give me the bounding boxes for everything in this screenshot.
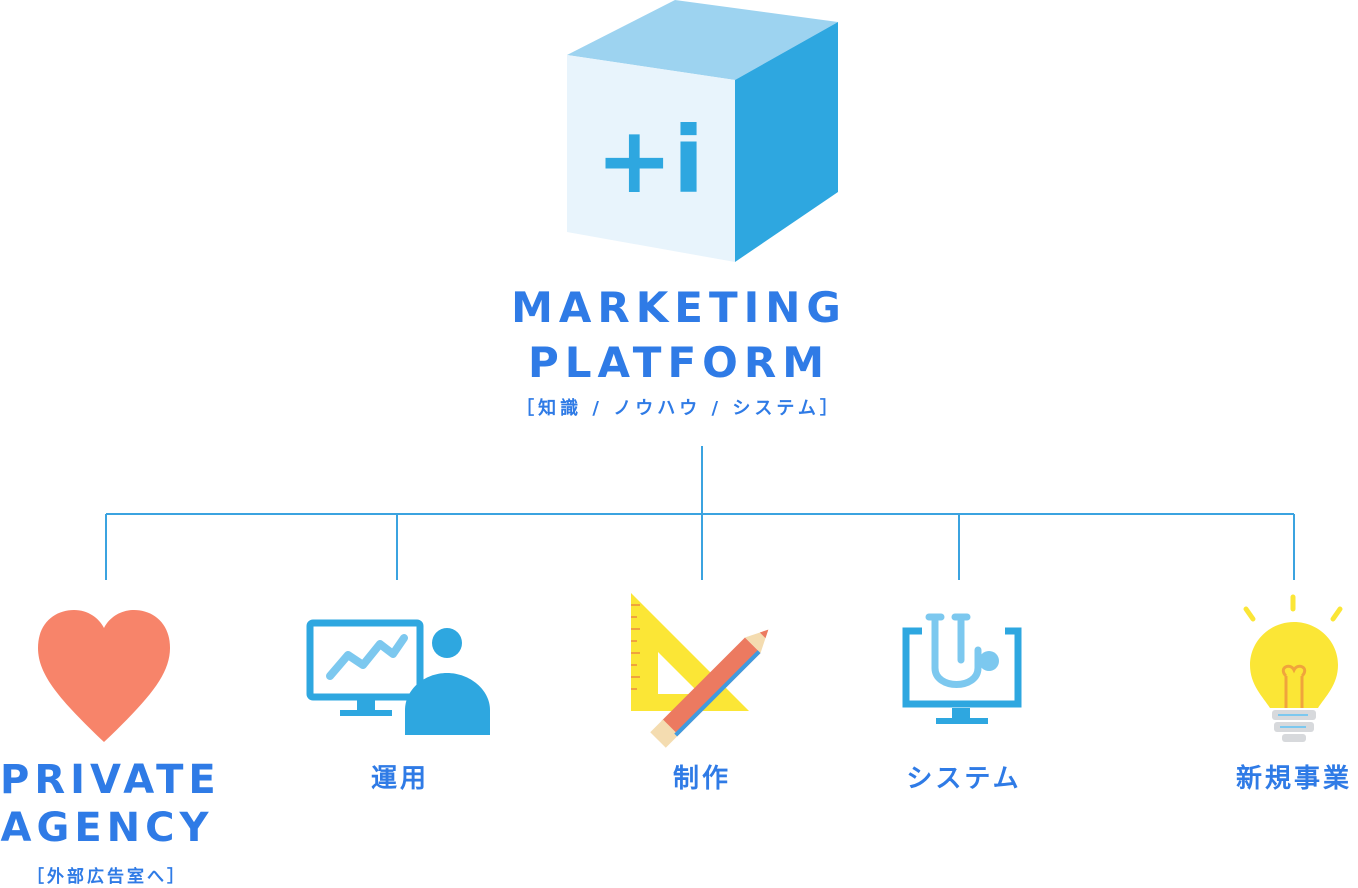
tree-connectors [105, 446, 1295, 580]
platform-title-line1: MARKETING [511, 283, 847, 332]
branch-label-system: システム [906, 764, 1022, 794]
private-agency-label-line2: AGENCY [0, 805, 214, 851]
lightbulb-icon [1243, 594, 1343, 742]
platform-cube-icon: +i [567, 0, 838, 262]
platform-subtitle: ［知識 / ノウハウ / システム］ [516, 398, 842, 419]
monitor-chart-person-icon [306, 619, 490, 735]
monitor-stethoscope-icon [902, 613, 1022, 724]
ruler-pencil-icon [631, 593, 769, 748]
branch-label-new-business: 新規事業 [1235, 764, 1352, 794]
heart-icon [38, 610, 170, 742]
private-agency-label-line1: PRIVATE [0, 757, 221, 803]
branch-label-operation: 運用 [370, 764, 429, 794]
private-agency-sublabel: ［外部広告室へ］ [27, 867, 187, 887]
branch-label-production: 制作 [672, 764, 731, 794]
platform-logo-text: +i [596, 107, 705, 214]
platform-title-line2: PLATFORM [528, 338, 830, 387]
